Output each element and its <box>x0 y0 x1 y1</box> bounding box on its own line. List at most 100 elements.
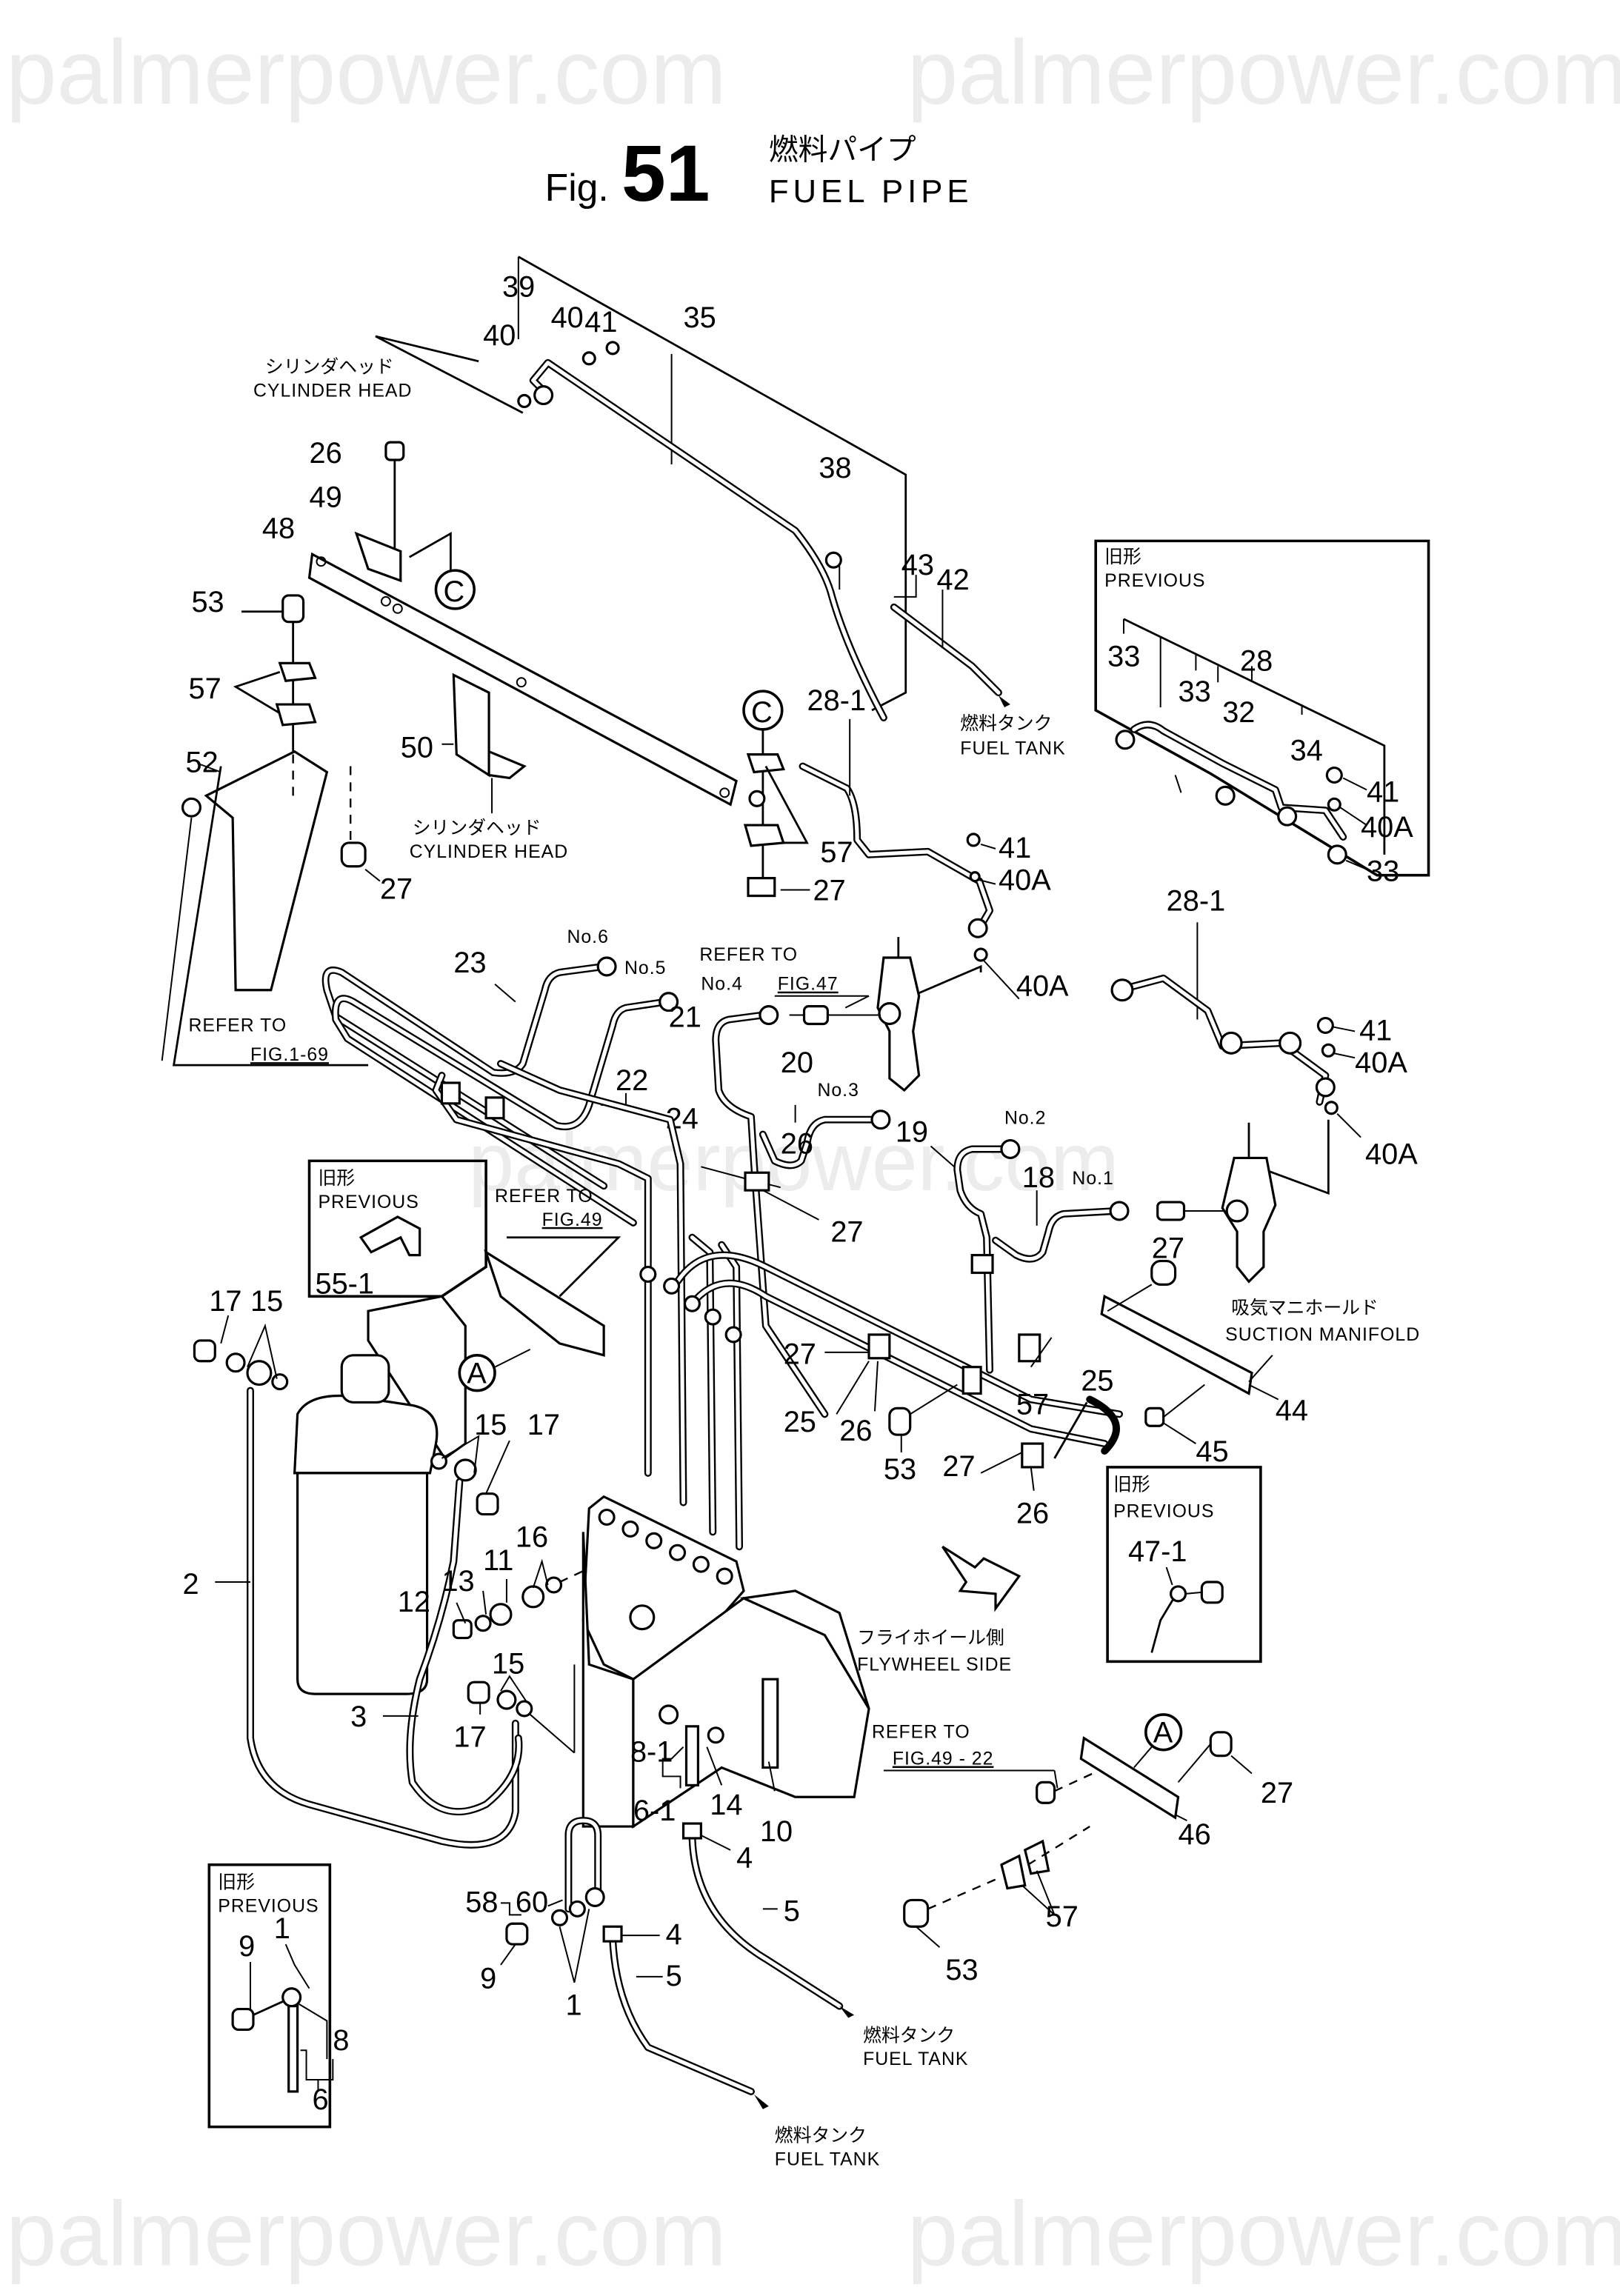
part-label-6-1[interactable]: 6-1 <box>633 1795 676 1827</box>
part-label-48[interactable]: 48 <box>262 512 295 544</box>
part-label-14[interactable]: 14 <box>710 1789 742 1821</box>
part-label-50[interactable]: 50 <box>401 732 433 764</box>
part-label-18[interactable]: 18 <box>1022 1161 1055 1194</box>
part-label-41-prev[interactable]: 41 <box>1367 775 1399 808</box>
fig-47-link[interactable]: FIG.47 <box>778 975 839 995</box>
part-label-38[interactable]: 38 <box>819 452 851 484</box>
part-label-57-bottom[interactable]: 57 <box>1046 1900 1079 1933</box>
part-label-28[interactable]: 28 <box>1240 644 1273 677</box>
part-label-5-a[interactable]: 5 <box>784 1895 800 1927</box>
part-label-1-b[interactable]: 1 <box>274 1912 290 1945</box>
part-label-53-top[interactable]: 53 <box>191 586 224 618</box>
part-label-45[interactable]: 45 <box>1196 1435 1228 1468</box>
part-label-34[interactable]: 34 <box>1290 735 1323 767</box>
part-label-15-c[interactable]: 15 <box>492 1647 524 1680</box>
part-label-25-b[interactable]: 25 <box>1081 1365 1113 1398</box>
part-label-27-e[interactable]: 27 <box>784 1338 816 1371</box>
part-label-57-left[interactable]: 57 <box>188 673 221 705</box>
part-label-4-a[interactable]: 4 <box>736 1842 753 1875</box>
part-label-27-f[interactable]: 27 <box>942 1450 975 1483</box>
part-label-60[interactable]: 60 <box>516 1886 548 1918</box>
part-label-27-c[interactable]: 27 <box>830 1216 863 1249</box>
part-label-8-1[interactable]: 8-1 <box>630 1736 673 1769</box>
part-label-25-a[interactable]: 25 <box>784 1406 816 1438</box>
part-label-19[interactable]: 19 <box>896 1116 928 1149</box>
part-label-40a-a[interactable]: 40A <box>999 864 1051 897</box>
part-label-27-b[interactable]: 27 <box>813 874 845 907</box>
part-label-22[interactable]: 22 <box>616 1064 648 1097</box>
part-label-26-top[interactable]: 26 <box>310 437 342 470</box>
bolt-45 <box>1144 1406 1165 1427</box>
part-label-46[interactable]: 46 <box>1179 1818 1211 1851</box>
part-label-43[interactable]: 43 <box>901 549 934 581</box>
part-label-44[interactable]: 44 <box>1276 1394 1308 1426</box>
part-label-16[interactable]: 16 <box>516 1521 548 1553</box>
part-label-27-d[interactable]: 27 <box>1152 1232 1184 1265</box>
bolt-17-left <box>193 1339 216 1363</box>
part-label-33-c[interactable]: 33 <box>1367 855 1399 888</box>
part-label-28-1-b[interactable]: 28-1 <box>1167 884 1226 917</box>
part-label-40-b[interactable]: 40 <box>551 301 584 334</box>
part-label-41-b[interactable]: 41 <box>1359 1014 1392 1047</box>
part-label-26-a[interactable]: 26 <box>781 1127 813 1160</box>
part-label-17-c[interactable]: 17 <box>453 1721 486 1754</box>
part-label-23[interactable]: 23 <box>453 947 486 979</box>
part-label-49[interactable]: 49 <box>310 481 342 514</box>
part-label-26-b[interactable]: 26 <box>839 1415 872 1447</box>
part-label-12[interactable]: 12 <box>398 1586 430 1618</box>
part-label-41-a[interactable]: 41 <box>999 832 1031 864</box>
part-label-5-b[interactable]: 5 <box>666 1960 682 1992</box>
part-label-53-bottom[interactable]: 53 <box>945 1954 978 1986</box>
part-label-27-a[interactable]: 27 <box>380 872 413 905</box>
part-label-13[interactable]: 13 <box>441 1565 474 1598</box>
part-label-32[interactable]: 32 <box>1222 696 1255 729</box>
part-label-6[interactable]: 6 <box>312 2083 328 2116</box>
part-label-55-1[interactable]: 55-1 <box>315 1267 374 1300</box>
fig-49-22-link[interactable]: FIG.49 - 22 <box>893 1749 994 1769</box>
part-label-57-mid[interactable]: 57 <box>1016 1388 1049 1421</box>
part-label-27-g[interactable]: 27 <box>1261 1777 1293 1809</box>
part-label-47-1[interactable]: 47-1 <box>1128 1535 1187 1568</box>
part-label-1-a[interactable]: 1 <box>565 1989 581 2022</box>
part-label-35[interactable]: 35 <box>684 301 716 334</box>
part-label-9-a[interactable]: 9 <box>480 1963 496 1995</box>
part-label-40a-b[interactable]: 40A <box>1016 970 1069 1003</box>
part-label-52[interactable]: 52 <box>186 747 219 779</box>
overflow-assembly: 58 60 9 1 <box>465 1817 605 2022</box>
part-label-10[interactable]: 10 <box>760 1815 793 1848</box>
part-label-42[interactable]: 42 <box>936 564 969 596</box>
part-label-39[interactable]: 39 <box>502 270 535 303</box>
part-label-33-a[interactable]: 33 <box>1107 640 1140 673</box>
part-label-40a-prev[interactable]: 40A <box>1361 811 1413 844</box>
part-label-41[interactable]: 41 <box>584 306 617 338</box>
bolt-53 <box>281 594 305 624</box>
part-label-53-mid[interactable]: 53 <box>884 1453 916 1486</box>
fig-49-link[interactable]: FIG.49 <box>542 1210 603 1230</box>
fig-1-69-link[interactable]: FIG.1-69 <box>250 1045 329 1065</box>
part-label-33-b[interactable]: 33 <box>1179 675 1211 708</box>
part-label-57-center[interactable]: 57 <box>820 836 853 869</box>
part-label-17-a[interactable]: 17 <box>209 1285 241 1318</box>
previous-label-en-3: PREVIOUS <box>1113 1502 1214 1522</box>
return-pipe-assembly-35: シリンダヘッド CYLINDER HEAD 39 40 40 41 35 38 <box>253 256 907 721</box>
part-label-58[interactable]: 58 <box>465 1886 498 1918</box>
previous-label-en-2: PREVIOUS <box>318 1192 419 1212</box>
part-label-11[interactable]: 11 <box>483 1544 513 1577</box>
flywheel-side-label-jp: フライホイール側 <box>857 1628 1004 1649</box>
part-label-40[interactable]: 40 <box>483 319 516 352</box>
part-label-15-a[interactable]: 15 <box>250 1285 283 1318</box>
part-label-17-b[interactable]: 17 <box>527 1409 560 1441</box>
part-label-40a-d[interactable]: 40A <box>1365 1138 1418 1170</box>
part-label-20[interactable]: 20 <box>781 1047 813 1079</box>
part-label-2[interactable]: 2 <box>183 1568 199 1601</box>
part-label-21[interactable]: 21 <box>669 1001 701 1033</box>
part-label-40a-c[interactable]: 40A <box>1355 1047 1407 1079</box>
part-label-28-1-a[interactable]: 28-1 <box>807 684 867 717</box>
part-label-15-b[interactable]: 15 <box>474 1409 507 1441</box>
part-label-8[interactable]: 8 <box>333 2024 349 2057</box>
part-label-26-c[interactable]: 26 <box>1016 1497 1049 1529</box>
cylinder-label-no5: No.5 <box>624 958 666 978</box>
part-label-4-b[interactable]: 4 <box>666 1918 682 1951</box>
part-label-3[interactable]: 3 <box>350 1701 367 1733</box>
part-label-9-b[interactable]: 9 <box>239 1930 255 1963</box>
